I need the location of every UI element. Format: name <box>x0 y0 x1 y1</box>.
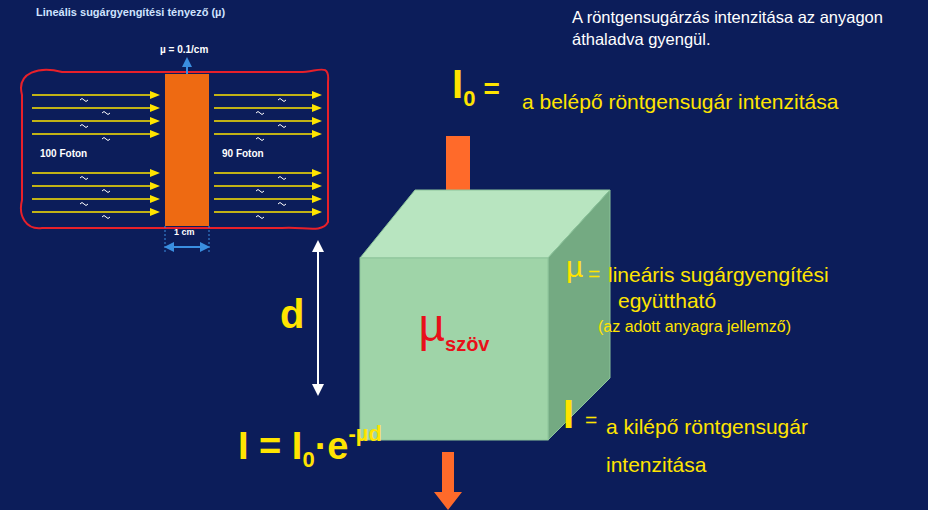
thickness-symbol: d <box>280 292 304 337</box>
inset-title: Lineális sugárgyengítési tényező (µ) <box>36 6 225 18</box>
photon-count: 90 Foton <box>222 148 264 159</box>
thickness-arrow <box>317 246 319 390</box>
formula: I = I <box>238 425 302 468</box>
coefficient-value: µ = 0.1/cm <box>160 44 208 55</box>
tissue-cube: µszöv <box>360 258 548 440</box>
dimension-arrow <box>169 246 205 248</box>
dimension-tick <box>165 226 166 252</box>
intensity-symbol: I <box>452 62 463 107</box>
formula: ·e <box>315 425 349 468</box>
equals-sign: = <box>483 73 499 105</box>
outgoing-beam <box>434 452 462 510</box>
absorber-slab <box>165 74 209 226</box>
definition-text: lineáris sugárgyengítési együttható <box>608 262 888 314</box>
dimension-tick <box>209 226 210 252</box>
definition-text: a kilépő röntgensugár intenzitása <box>606 408 856 484</box>
equals-sign: = <box>588 262 600 286</box>
photon-count: 100 Foton <box>40 148 87 159</box>
cube-side <box>548 190 610 440</box>
equals-sign: = <box>585 408 597 432</box>
superscript: -µd <box>348 421 381 447</box>
cube-front <box>360 258 548 440</box>
subscript: szöv <box>445 333 489 356</box>
symbol-label: µ <box>419 298 446 352</box>
description-text: A röntgensugárzás intenzitása az anyagon… <box>572 6 917 50</box>
subscript: 0 <box>463 86 475 112</box>
note-text: (az adott anyagra jellemző) <box>598 318 898 336</box>
text-group: I = I0·e-µd <box>238 425 382 468</box>
definition-text: a belépő röntgensugár intenzitása <box>522 90 882 114</box>
subscript: 0 <box>302 447 314 473</box>
symbol-label: µ <box>566 250 583 284</box>
mu-pointer <box>186 62 188 74</box>
intensity-symbol: I <box>563 392 574 437</box>
beam-band <box>21 70 328 229</box>
text-group: I0= <box>452 62 500 107</box>
dimension-label: 1 cm <box>174 227 195 237</box>
